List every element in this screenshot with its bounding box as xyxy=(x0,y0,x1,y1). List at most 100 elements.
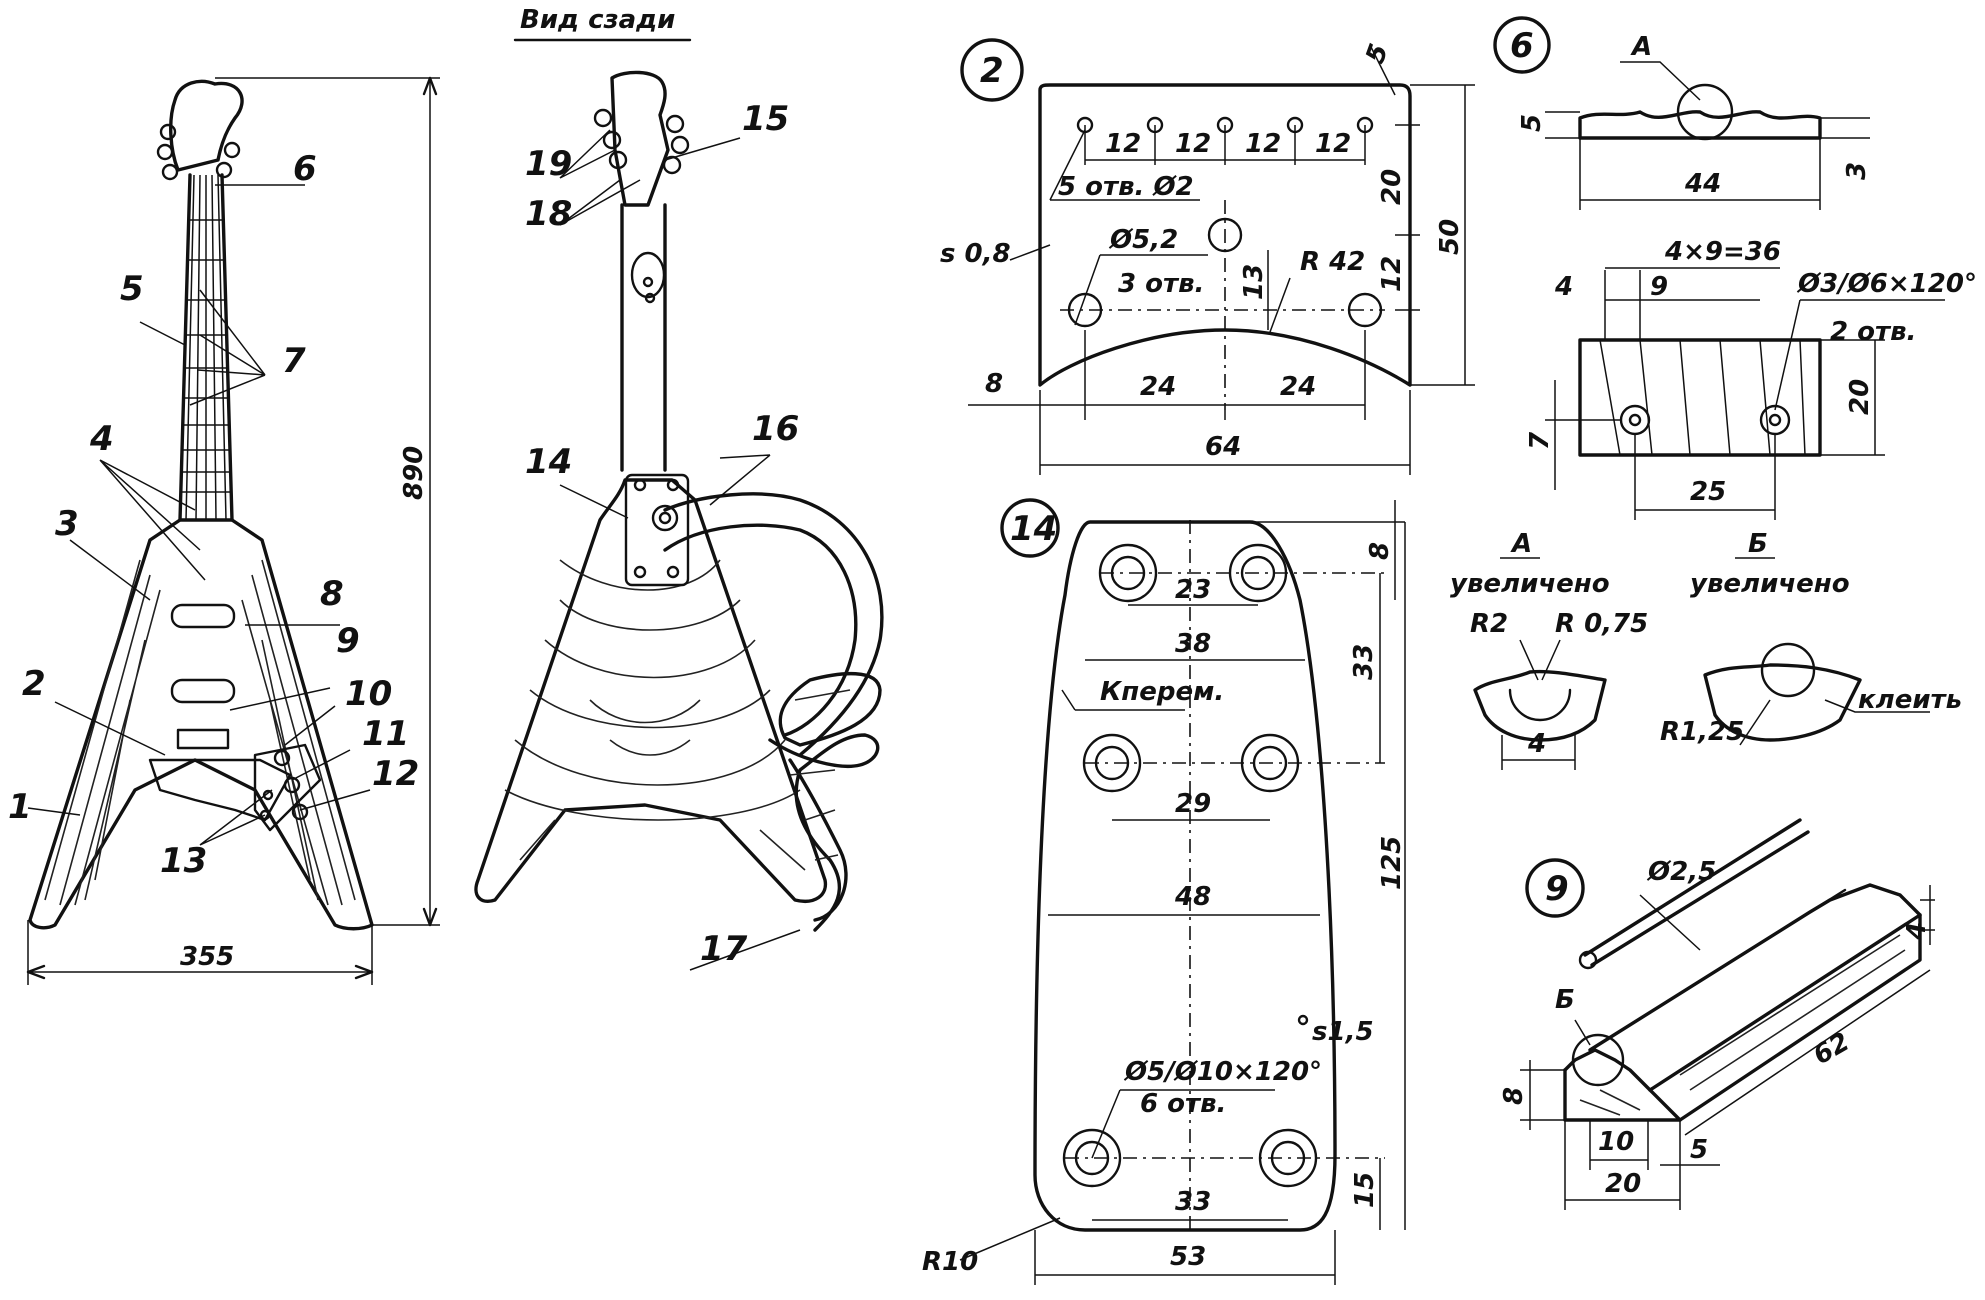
callout-13: 13 xyxy=(160,841,207,881)
d2-top: 5 xyxy=(1360,40,1394,67)
callout-6: 6 xyxy=(293,149,317,189)
d14-length: 125 xyxy=(1377,836,1407,890)
back-view-title: Вид сзади xyxy=(520,5,675,35)
d14-w29: 29 xyxy=(1175,789,1211,819)
d2-pitch-3: 12 xyxy=(1245,129,1281,159)
d14-bottom: 15 xyxy=(1350,1172,1380,1208)
callout-18: 18 xyxy=(525,194,572,234)
d6-step9: 9 xyxy=(1650,272,1668,302)
detail-2-number: 2 xyxy=(980,51,1004,91)
callout-1: 1 xyxy=(8,787,32,827)
detail-a-r-small: R 0,75 xyxy=(1555,609,1648,639)
height-dim-890: 890 xyxy=(399,446,429,500)
d6-holes: Ø3/Ø6×120° xyxy=(1796,269,1977,299)
d9-rod: Ø2,5 xyxy=(1646,857,1716,887)
d2-right-20: 20 xyxy=(1377,169,1407,205)
detail-b-radius: R1,25 xyxy=(1660,717,1744,747)
d2-height: 50 xyxy=(1435,219,1465,255)
detail-6-nut: 6 А 5 3 44 4×9=36 4 9 Ø3/Ø6×120° 2 отв. … xyxy=(1493,16,1977,520)
callout-4: 4 xyxy=(89,419,114,459)
callout-19: 19 xyxy=(525,144,572,184)
d6-left4: 4 xyxy=(1554,272,1573,302)
detail-b-letter: Б xyxy=(1748,529,1768,559)
d9-w20: 20 xyxy=(1605,1169,1641,1199)
detail-9-saddle: 9 Ø2,5 Б 4 62 8 10 5 20 xyxy=(1499,818,1935,1210)
callout-11: 11 xyxy=(362,714,409,754)
d14-holes-count: 6 отв. xyxy=(1140,1089,1226,1119)
d6-span: 25 xyxy=(1690,477,1726,507)
d6-h3: 3 xyxy=(1842,162,1872,180)
d9-h8: 8 xyxy=(1499,1087,1529,1105)
d6-view-a: А xyxy=(1630,32,1652,62)
d6-length: 44 xyxy=(1684,169,1721,199)
d14-w23: 23 xyxy=(1175,575,1211,605)
callout-12: 12 xyxy=(372,754,419,794)
d6-height: 20 xyxy=(1845,379,1875,415)
d6-pitch: 4×9=36 xyxy=(1664,237,1781,267)
callout-2: 2 xyxy=(22,664,46,704)
d14-note: Кперем. xyxy=(1100,677,1224,707)
d14-w38: 38 xyxy=(1175,629,1211,659)
callout-15: 15 xyxy=(742,99,789,139)
detail-6-number: 6 xyxy=(1510,26,1534,66)
callout-14: 14 xyxy=(525,442,572,482)
d2-half-left: 24 xyxy=(1140,372,1176,402)
d9-w5: 5 xyxy=(1690,1135,1708,1165)
back-callout-labels: 14 15 16 17 18 19 xyxy=(525,99,799,969)
d14-w33: 33 xyxy=(1175,1187,1211,1217)
callout-9: 9 xyxy=(336,621,360,661)
detail-a-caption: увеличено xyxy=(1450,569,1610,599)
d2-pitch-2: 12 xyxy=(1175,129,1211,159)
guitar-back-view: Вид сзади xyxy=(474,5,884,971)
d9-h4: 4 xyxy=(1902,922,1932,941)
callout-3: 3 xyxy=(55,504,79,544)
d9-length: 62 xyxy=(1809,1027,1855,1071)
detail-a-letter: А xyxy=(1510,529,1532,559)
d2-hole-big: Ø5,2 xyxy=(1108,225,1178,255)
detail-b-note: клеить xyxy=(1858,685,1962,715)
callout-8: 8 xyxy=(320,574,344,614)
d2-hole-big-count: 3 отв. xyxy=(1118,269,1204,299)
d14-radius: R10 xyxy=(922,1247,978,1277)
front-callout-labels: 1 2 3 4 5 6 7 8 9 10 11 12 13 xyxy=(8,149,419,881)
detail-a-enlarged: А увеличено R2 R 0,75 4 xyxy=(1450,529,1648,770)
detail-a-r-big: R2 xyxy=(1470,609,1508,639)
d14-thickness: s1,5 xyxy=(1312,1017,1374,1047)
d2-width: 64 xyxy=(1205,432,1241,462)
callout-17: 17 xyxy=(700,929,748,969)
guitar-front-view xyxy=(27,79,374,931)
d2-depth: 13 xyxy=(1239,264,1269,300)
detail-a-width: 4 xyxy=(1527,729,1546,759)
d14-h33: 33 xyxy=(1349,644,1379,680)
d2-radius: R 42 xyxy=(1300,247,1365,277)
detail-9-number: 9 xyxy=(1545,869,1569,909)
detail-2-plate: 2 12 12 12 12 5 отв. Ø2 5 s 0,8 Ø5,2 3 о… xyxy=(940,38,1475,475)
d2-pitch-1: 12 xyxy=(1105,129,1141,159)
d6-low: 7 xyxy=(1525,431,1555,450)
d2-thickness: s 0,8 xyxy=(940,239,1011,269)
d2-left-8: 8 xyxy=(985,369,1003,399)
callout-16: 16 xyxy=(752,409,799,449)
d6-h5: 5 xyxy=(1517,114,1547,132)
d14-top: 8 xyxy=(1365,542,1395,560)
detail-b-caption: увеличено xyxy=(1690,569,1850,599)
d9-view-b: Б xyxy=(1555,985,1575,1015)
d14-holes: Ø5/Ø10×120° xyxy=(1123,1057,1322,1087)
d14-width: 53 xyxy=(1170,1242,1206,1272)
callout-5: 5 xyxy=(120,269,144,309)
d6-holes-count: 2 отв. xyxy=(1830,317,1916,347)
d2-holes: 5 отв. Ø2 xyxy=(1058,172,1194,202)
d2-half-right: 24 xyxy=(1280,372,1316,402)
detail-b-enlarged: Б увеличено R1,25 клеить xyxy=(1660,529,1962,747)
width-dim-355: 355 xyxy=(180,942,234,972)
d9-w10: 10 xyxy=(1598,1127,1634,1157)
callout-10: 10 xyxy=(345,674,392,714)
detail-14-neck-plate: 14 8 23 38 33 Кперем. 29 48 125 s1,5 Ø5/… xyxy=(922,498,1407,1285)
callout-7: 7 xyxy=(282,341,306,381)
detail-14-number: 14 xyxy=(1010,509,1057,549)
d2-right-12: 12 xyxy=(1377,256,1407,292)
d14-w48: 48 xyxy=(1174,882,1211,912)
front-overall-dimensions: 355 890 xyxy=(26,76,440,985)
d2-pitch-4: 12 xyxy=(1315,129,1351,159)
